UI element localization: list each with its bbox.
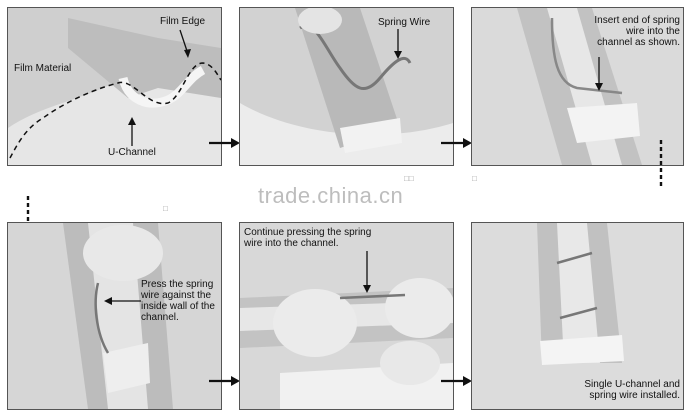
pointer-arrow-icon (179, 29, 191, 58)
press-spring-label: Press the spring wire against the inside… (141, 279, 215, 323)
pointer-arrow-icon (394, 29, 402, 59)
garbled-glyph: □□ (404, 174, 414, 183)
step-6-panel: Single U-channel and spring wire install… (471, 222, 684, 410)
step-5-illustration (240, 223, 453, 409)
watermark: trade.china.cn (258, 183, 404, 208)
step-1-illustration (8, 8, 221, 165)
pointer-arrow-icon (104, 297, 141, 305)
step-6-illustration (472, 223, 683, 409)
pointer-arrow-icon (363, 251, 371, 293)
step-5-panel: Continue pressing the spring wire into t… (239, 222, 454, 410)
step-arrow-icon (441, 376, 472, 386)
step-3-panel: Insert end of spring wire into the chann… (471, 7, 684, 166)
step-2-illustration (240, 8, 453, 165)
garbled-glyph: □ (163, 204, 168, 213)
garbled-glyph: □ (472, 174, 477, 183)
step-3-illustration (472, 8, 683, 165)
insert-end-label: Insert end of spring wire into the chann… (594, 15, 680, 48)
step-1-panel: Film Edge Film Material U-Channel (7, 7, 222, 166)
step-arrow-icon (209, 376, 240, 386)
continue-pressing-label: Continue pressing the spring wire into t… (244, 227, 372, 249)
step-dashed-arrow-icon (659, 140, 663, 186)
film-material-label: Film Material (14, 63, 72, 74)
spring-wire-label: Spring Wire (378, 17, 431, 28)
pointer-arrow-icon (595, 57, 603, 91)
pointer-arrow-icon (128, 117, 136, 146)
single-channel-label: Single U-channel and spring wire install… (584, 379, 680, 401)
step-2-panel: Spring Wire (239, 7, 454, 166)
u-channel-label: U-Channel (108, 147, 156, 158)
step-arrow-icon (209, 138, 240, 148)
step-4-illustration (8, 223, 221, 409)
step-arrow-icon (441, 138, 472, 148)
film-edge-label: Film Edge (160, 16, 206, 27)
step-4-panel: Press the spring wire against the inside… (7, 222, 222, 410)
